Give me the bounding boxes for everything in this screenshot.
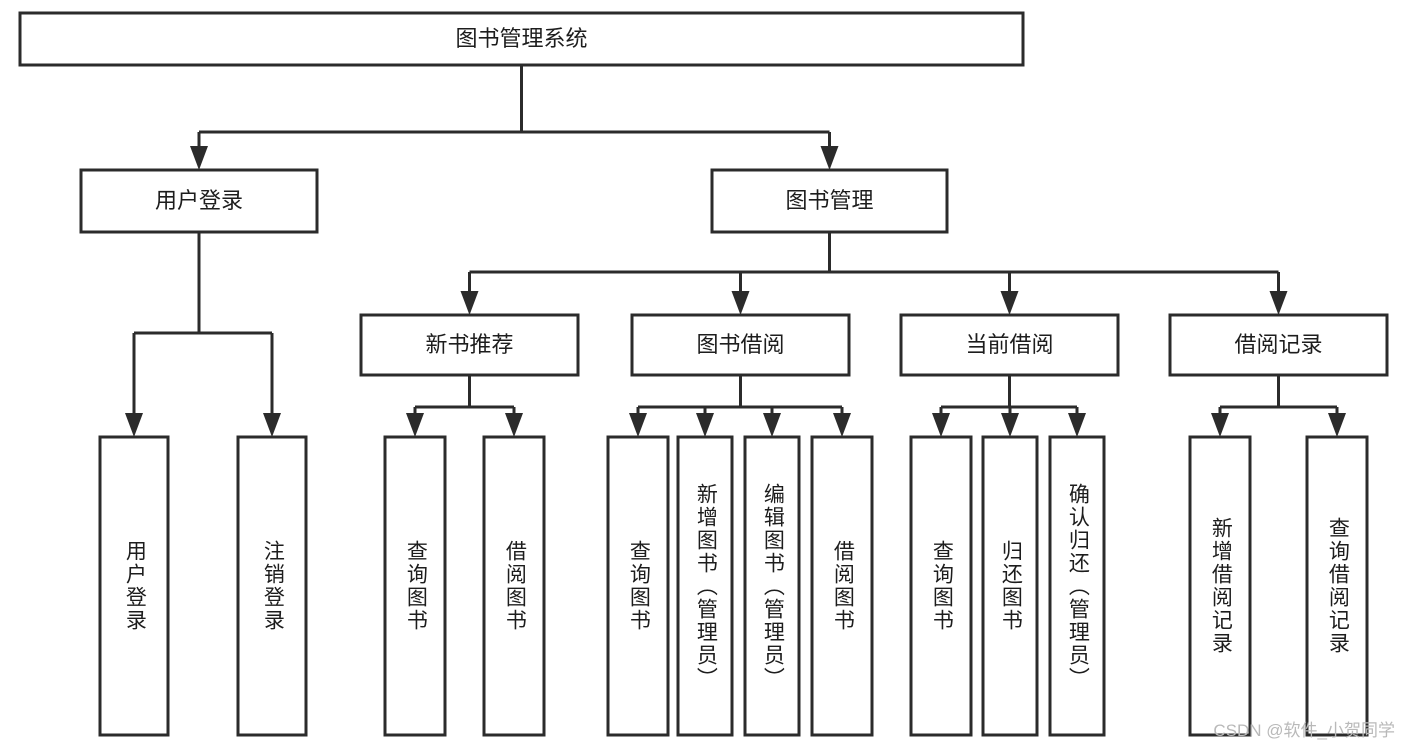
- conn-l3-1-arrowhead-0: [629, 413, 647, 437]
- conn-root-arrowhead-0: [190, 146, 208, 170]
- conn-l3-3-arrowhead-0: [1211, 413, 1229, 437]
- node-leaf-7[interactable]: [810, 435, 874, 737]
- node-leaf-10[interactable]: [1048, 435, 1106, 737]
- node-box-layer: [18, 11, 1389, 737]
- conn-l3-1-arrowhead-1: [696, 413, 714, 437]
- node-level3-label-2: 当前借阅: [965, 332, 1053, 357]
- connector-layer: [125, 65, 1346, 437]
- conn-l3-2-arrowhead-0: [932, 413, 950, 437]
- node-level3-label-3: 借阅记录: [1234, 332, 1322, 357]
- conn-l3-0-arrowhead-1: [505, 413, 523, 437]
- node-level2-1[interactable]: [710, 168, 949, 234]
- conn-l3-0-arrowhead-0: [406, 413, 424, 437]
- conn-login-arrowhead-0: [125, 413, 143, 437]
- conn-bookmgmt-arrowhead-0: [460, 291, 479, 315]
- node-level3-3[interactable]: [1168, 313, 1389, 377]
- node-level3-1[interactable]: [630, 313, 851, 377]
- node-leaf-4[interactable]: [606, 435, 670, 737]
- node-level2-0[interactable]: [79, 168, 319, 234]
- node-level3-0[interactable]: [359, 313, 580, 377]
- node-level3-label-1: 图书借阅: [696, 332, 784, 357]
- node-leaf-9[interactable]: [981, 435, 1039, 737]
- watermark: CSDN @软件_小贺同学: [1213, 721, 1395, 740]
- conn-l3-2-arrowhead-1: [1001, 413, 1019, 437]
- node-leaf-2[interactable]: [383, 435, 447, 737]
- node-level2-label-0: 用户登录: [155, 188, 243, 213]
- conn-l3-1-arrowhead-2: [763, 413, 781, 437]
- conn-login-arrowhead-1: [263, 413, 281, 437]
- conn-bookmgmt-arrowhead-1: [731, 291, 750, 315]
- node-leaf-11[interactable]: [1188, 435, 1252, 737]
- node-leaf-3[interactable]: [482, 435, 546, 737]
- node-leaf-1[interactable]: [236, 435, 308, 737]
- conn-l3-3-arrowhead-1: [1328, 413, 1346, 437]
- conn-bookmgmt-arrowhead-3: [1269, 291, 1288, 315]
- node-leaf-12[interactable]: [1305, 435, 1369, 737]
- conn-root-arrowhead-1: [820, 146, 839, 170]
- node-leaf-0[interactable]: [98, 435, 170, 737]
- node-leaf-8[interactable]: [909, 435, 973, 737]
- node-level3-2[interactable]: [899, 313, 1120, 377]
- node-leaf-5[interactable]: [676, 435, 734, 737]
- conn-l3-1-arrowhead-3: [833, 413, 851, 437]
- node-root-label: 图书管理系统: [455, 26, 587, 51]
- node-root[interactable]: [18, 11, 1025, 67]
- conn-bookmgmt-arrowhead-2: [1000, 291, 1019, 315]
- node-leaf-6[interactable]: [743, 435, 801, 737]
- node-level3-label-0: 新书推荐: [425, 332, 513, 357]
- conn-l3-2-arrowhead-2: [1068, 413, 1086, 437]
- node-level2-label-1: 图书管理: [785, 188, 873, 213]
